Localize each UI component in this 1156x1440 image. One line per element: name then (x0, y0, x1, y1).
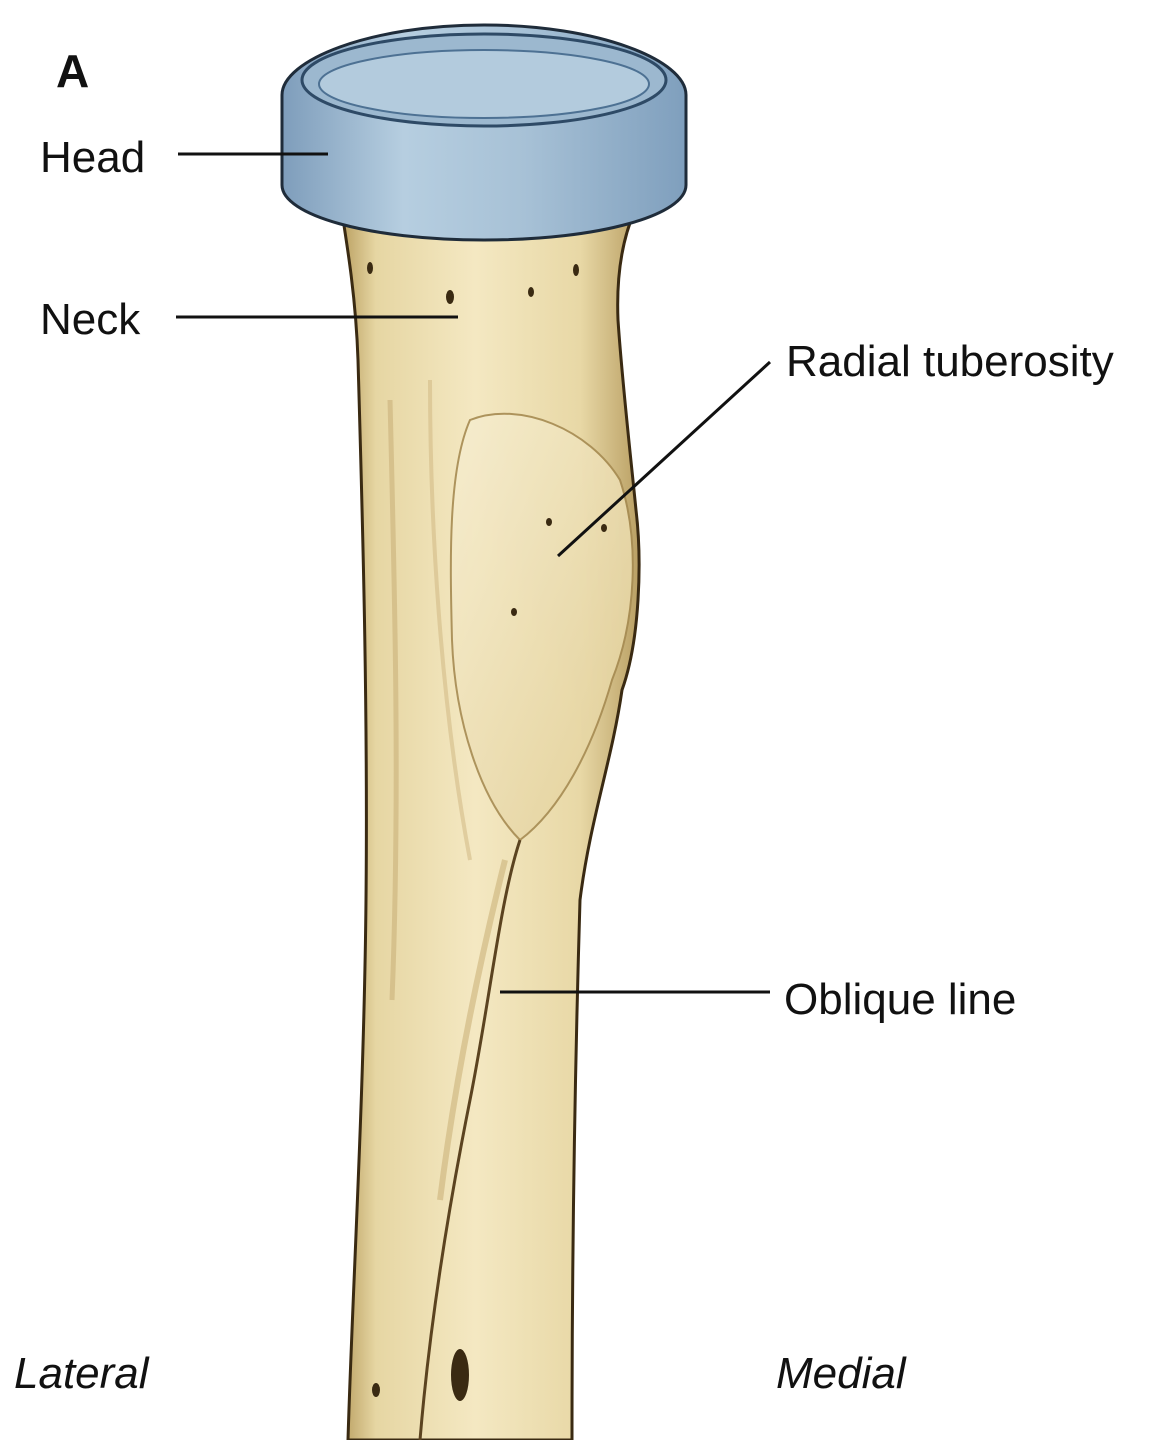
radius-shaft (340, 200, 640, 1440)
medial-label: Medial (776, 1352, 906, 1396)
radial-tuberosity-label: Radial tuberosity (786, 340, 1114, 384)
oblique-line-label: Oblique line (784, 978, 1016, 1022)
lateral-label: Lateral (14, 1352, 149, 1396)
head-label: Head (40, 136, 145, 180)
panel-letter: A (56, 48, 89, 94)
neck-label: Neck (40, 298, 140, 342)
